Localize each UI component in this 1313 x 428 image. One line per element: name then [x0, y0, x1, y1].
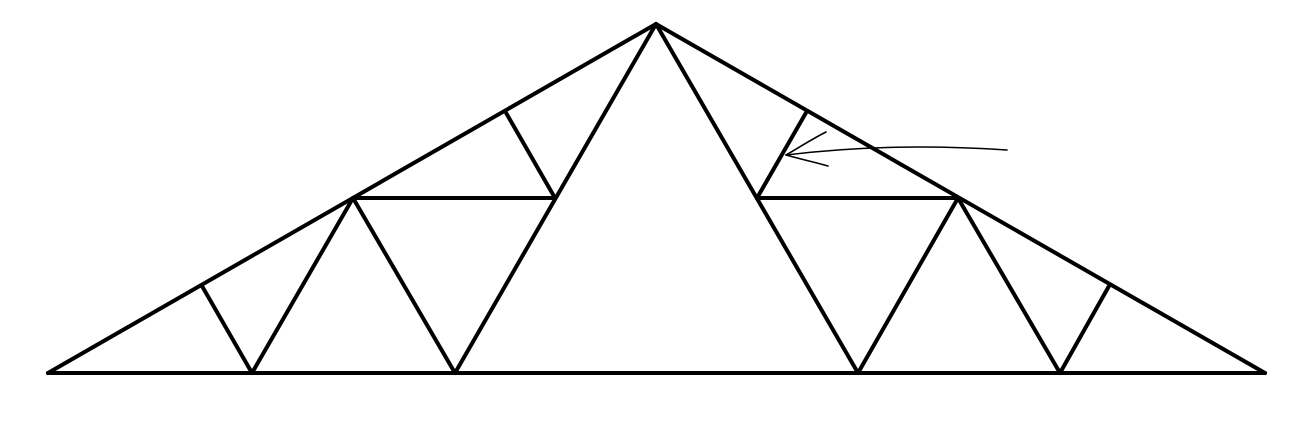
left-outer-web-b: [351, 196, 457, 375]
left-upper-small-web: [503, 109, 557, 200]
arrow-head-lower: [785, 154, 829, 167]
truss-members: [46, 22, 1267, 375]
right-small-web: [1058, 284, 1111, 375]
arrow-shaft: [785, 146, 1008, 156]
left-small-web: [200, 284, 254, 375]
right-outer-web-b: [956, 196, 1062, 375]
right-upper-small-web: [755, 109, 809, 200]
right-outer-web-a: [856, 196, 960, 375]
hand-drawn-arrow-icon: [785, 131, 1008, 167]
left-outer-web-a: [250, 196, 355, 375]
arrow-head-upper: [785, 131, 827, 156]
